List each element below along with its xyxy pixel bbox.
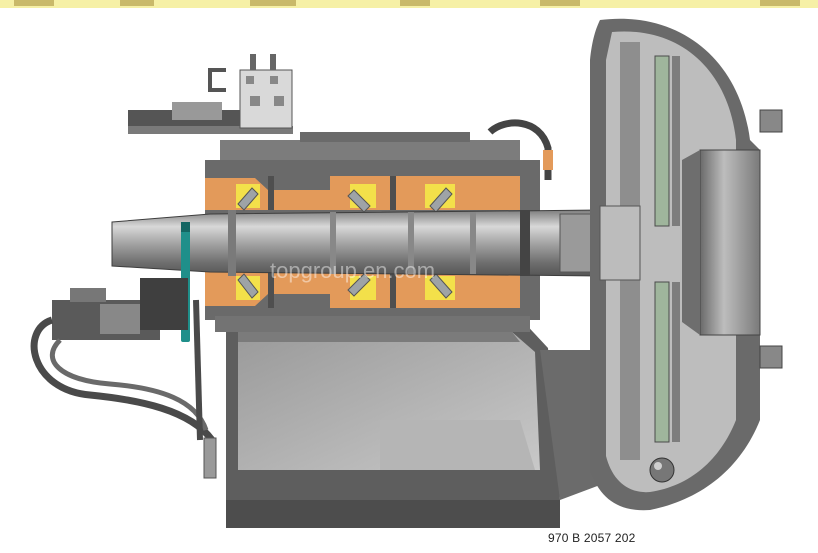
- hydraulic-valve-block: [128, 54, 293, 134]
- bearing-bottom-2: [347, 273, 376, 300]
- bearing-top-1: [236, 184, 260, 211]
- base-pedestal: [226, 318, 640, 528]
- hydraulic-motor: [52, 278, 188, 340]
- watermark: topgroup.en.com: [270, 258, 435, 283]
- main-shaft: [111, 209, 601, 277]
- drawing-number: 970 B 2057 202: [548, 531, 636, 545]
- clutch-housing: [590, 18, 783, 511]
- bearing-bottom-3: [425, 273, 455, 300]
- top-hose: [487, 119, 553, 180]
- top-strip: [0, 0, 818, 8]
- bearing-bottom-1: [236, 273, 260, 300]
- bearing-top-2: [347, 184, 376, 213]
- hydraulic-hoses: [30, 299, 217, 479]
- bearing-top-3: [425, 184, 455, 213]
